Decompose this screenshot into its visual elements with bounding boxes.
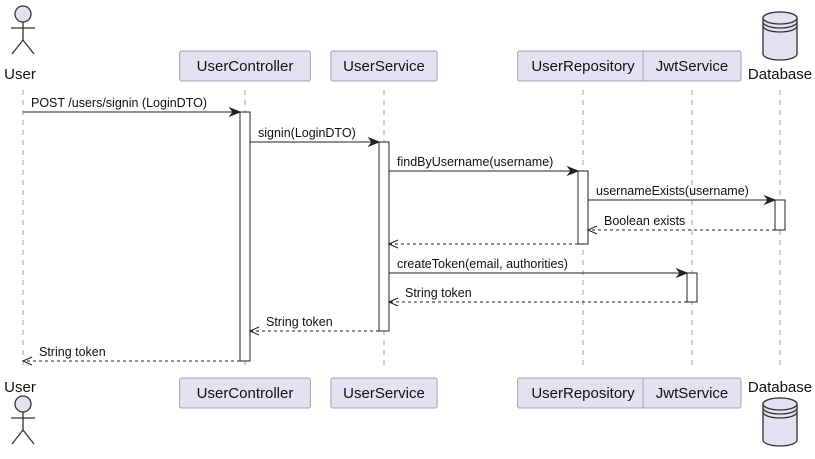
message-5 xyxy=(387,239,578,249)
arrow-head xyxy=(387,239,399,249)
participant-label: UserController xyxy=(197,58,294,75)
actor-icon xyxy=(11,5,35,55)
arrow-head xyxy=(228,106,242,118)
participant-userservice-top: UserService xyxy=(330,50,438,82)
arrow-head xyxy=(566,165,580,177)
message-4: Boolean exists xyxy=(586,214,775,235)
participant-userrepository-bottom: UserRepository xyxy=(517,377,649,409)
activation-jwt xyxy=(686,272,698,303)
message-1: signin(LoginDTO) xyxy=(250,126,381,148)
message-0: POST /users/signin (LoginDTO) xyxy=(23,96,242,118)
participant-box xyxy=(330,377,438,409)
participant-box xyxy=(330,50,438,82)
message-label: String token xyxy=(39,345,106,359)
message-label: findByUsername(username) xyxy=(397,155,553,169)
participant-box xyxy=(642,50,742,82)
participant-userrepository-top: UserRepository xyxy=(517,50,649,82)
participant-usercontroller-top: UserController xyxy=(179,50,311,82)
message-6: createToken(email, authorities) xyxy=(389,257,689,279)
message-label: String token xyxy=(266,315,333,329)
arrow-head xyxy=(21,356,33,366)
participant-label: UserService xyxy=(343,385,425,402)
database-icon xyxy=(762,397,798,447)
message-8: String token xyxy=(248,315,379,336)
database-icon xyxy=(762,11,798,61)
message-3: usernameExists(username) xyxy=(588,184,777,206)
participant-label: UserController xyxy=(197,385,294,402)
message-7: String token xyxy=(387,286,687,307)
activation-controller xyxy=(239,111,251,362)
message-label: Boolean exists xyxy=(604,214,685,228)
participant-database-bottom: Database xyxy=(748,379,812,447)
database-label: Database xyxy=(748,379,812,396)
message-2: findByUsername(username) xyxy=(389,155,580,177)
arrow-head xyxy=(586,225,598,235)
participant-user-bottom: User xyxy=(4,379,36,445)
participant-label: UserService xyxy=(343,58,425,75)
message-label: String token xyxy=(405,286,472,300)
actor-label: User xyxy=(4,66,36,83)
message-label: usernameExists(username) xyxy=(596,184,749,198)
database-label: Database xyxy=(748,66,812,83)
arrow-head xyxy=(387,297,399,307)
arrow-head xyxy=(763,194,777,206)
activation-repo xyxy=(577,170,589,245)
actor-icon xyxy=(11,395,35,445)
arrow-head xyxy=(367,136,381,148)
message-label: createToken(email, authorities) xyxy=(397,257,568,271)
message-9: String token xyxy=(21,345,240,366)
participant-database-top: Database xyxy=(748,11,812,83)
participant-usercontroller-bottom: UserController xyxy=(179,377,311,409)
participant-jwtservice-top: JwtService xyxy=(642,50,742,82)
participant-box xyxy=(179,377,311,409)
activation-db xyxy=(774,199,786,231)
participant-label: JwtService xyxy=(656,385,729,402)
arrow-head xyxy=(248,326,260,336)
participant-label: JwtService xyxy=(656,58,729,75)
arrow-head xyxy=(675,267,689,279)
participant-box xyxy=(179,50,311,82)
participant-user-top: User xyxy=(4,5,36,83)
participant-box xyxy=(642,377,742,409)
message-label: POST /users/signin (LoginDTO) xyxy=(31,96,207,110)
message-label: signin(LoginDTO) xyxy=(258,126,356,140)
participant-label: UserRepository xyxy=(531,58,635,75)
activation-service xyxy=(378,141,390,332)
participant-userservice-bottom: UserService xyxy=(330,377,438,409)
participant-label: UserRepository xyxy=(531,385,635,402)
actor-label: User xyxy=(4,379,36,396)
participant-jwtservice-bottom: JwtService xyxy=(642,377,742,409)
